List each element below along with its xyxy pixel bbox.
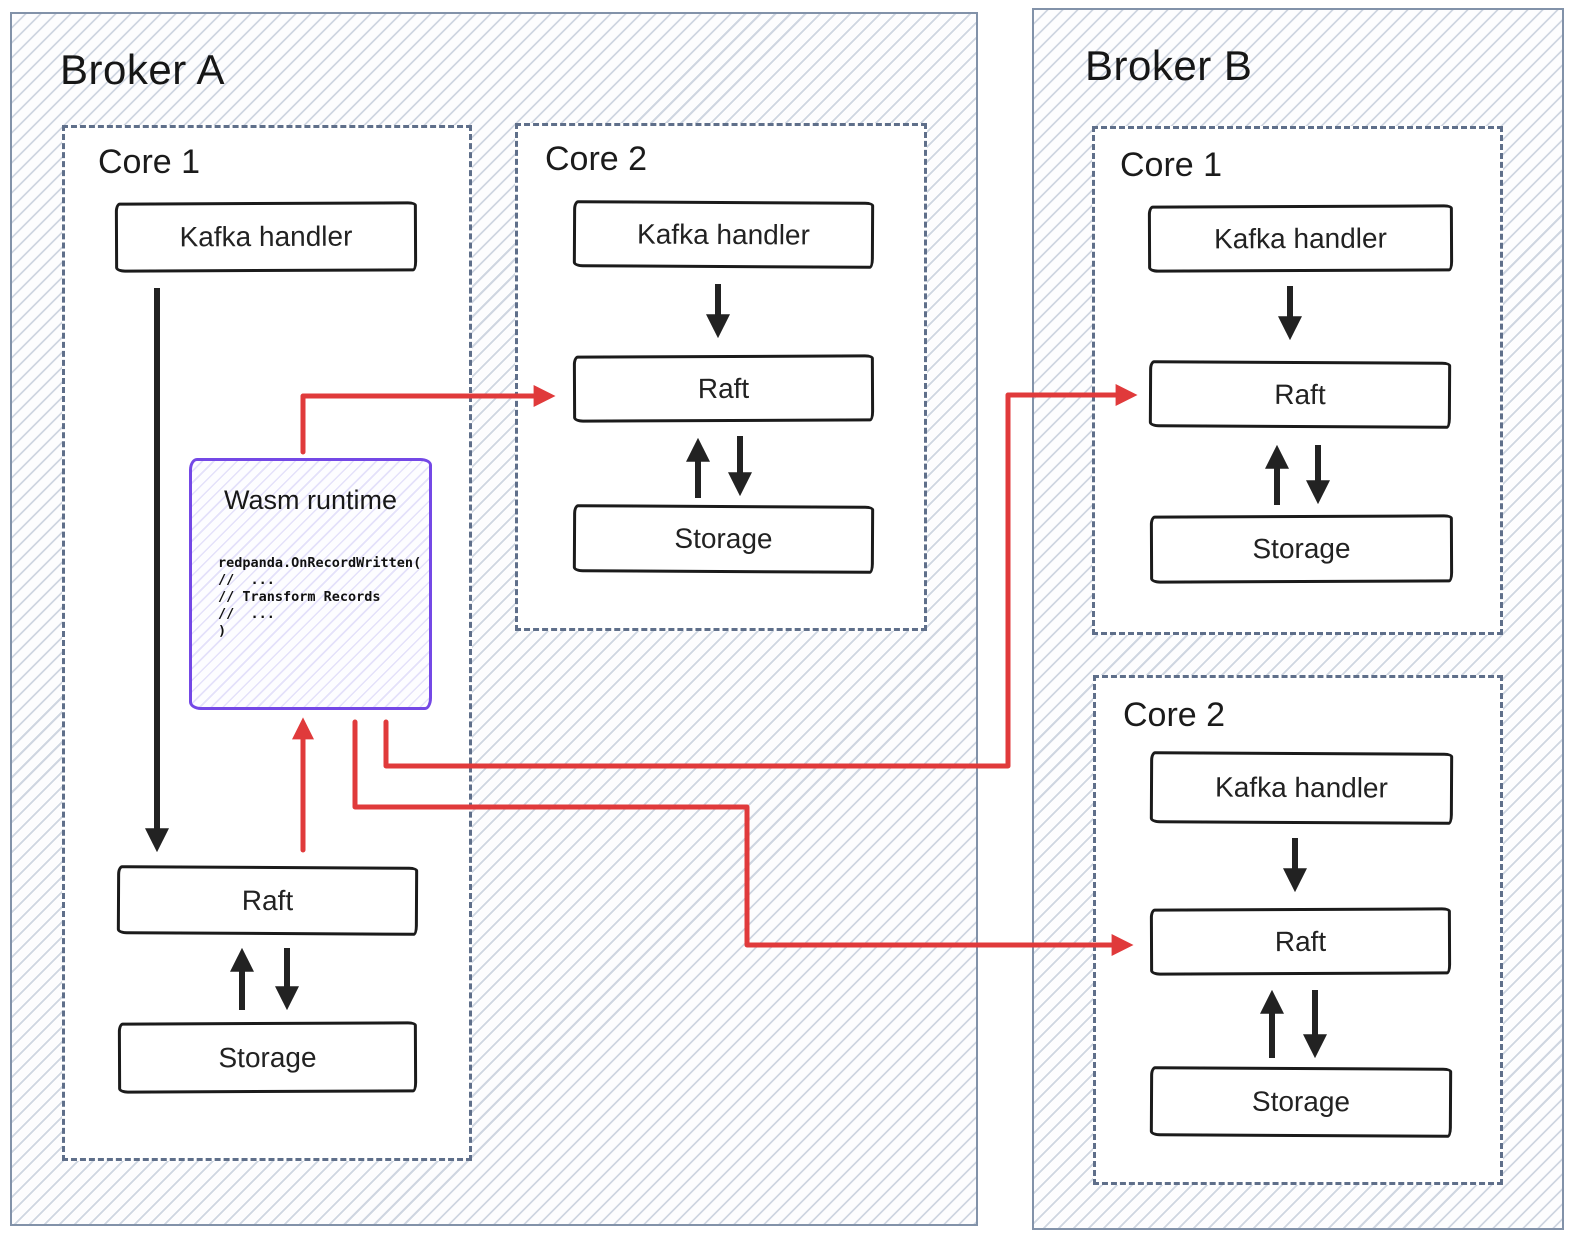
broker-a-core1-title: Core 1 xyxy=(98,143,201,181)
broker-a-title: Broker A xyxy=(60,46,226,93)
broker-b-title: Broker B xyxy=(1085,42,1253,89)
node-raft-a2-label: Raft xyxy=(697,372,750,404)
node-kafka-handler-a1-label: Kafka handler xyxy=(179,220,353,253)
broker-b-core1-title: Core 1 xyxy=(1120,146,1223,184)
node-storage-b2-label: Storage xyxy=(1251,1085,1351,1118)
wasm-runtime-title: Wasm runtime xyxy=(223,485,398,515)
node-storage-b2: Storage xyxy=(1149,1066,1453,1138)
node-kafka-handler-a2: Kafka handler xyxy=(572,200,875,269)
broker-a-core2-title: Core 2 xyxy=(545,140,648,178)
node-storage-a1: Storage xyxy=(117,1021,418,1094)
node-raft-b1-label: Raft xyxy=(1274,378,1326,410)
node-wasm-runtime: Wasm runtime redpanda.OnRecordWritten( /… xyxy=(189,458,432,710)
node-kafka-handler-a1: Kafka handler xyxy=(114,201,418,273)
node-raft-a2: Raft xyxy=(572,354,875,423)
node-raft-b2: Raft xyxy=(1149,907,1452,976)
node-storage-b1: Storage xyxy=(1149,514,1454,584)
node-kafka-handler-b1: Kafka handler xyxy=(1147,204,1454,273)
node-raft-b1: Raft xyxy=(1148,360,1452,429)
broker-b-core2-title: Core 2 xyxy=(1123,696,1226,734)
node-raft-a1-label: Raft xyxy=(241,884,294,916)
node-raft-b2-label: Raft xyxy=(1274,925,1327,957)
node-kafka-handler-b2: Kafka handler xyxy=(1149,751,1454,825)
node-kafka-handler-b1-label: Kafka handler xyxy=(1214,222,1387,254)
node-raft-a1: Raft xyxy=(116,865,419,936)
node-kafka-handler-b2-label: Kafka handler xyxy=(1215,771,1388,804)
node-storage-a2-label: Storage xyxy=(674,522,773,555)
wasm-runtime-code: redpanda.OnRecordWritten( // ... // Tran… xyxy=(218,555,422,639)
node-kafka-handler-a2-label: Kafka handler xyxy=(637,218,810,250)
node-storage-a1-label: Storage xyxy=(218,1041,317,1073)
node-storage-a2: Storage xyxy=(572,504,875,574)
node-storage-b1-label: Storage xyxy=(1252,532,1351,565)
